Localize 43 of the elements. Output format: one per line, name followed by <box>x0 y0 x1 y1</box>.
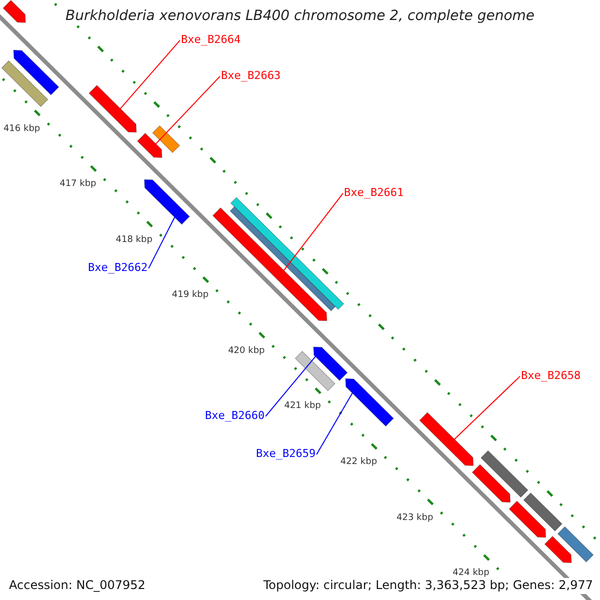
gene-feature <box>419 412 474 466</box>
gene-feature <box>508 500 546 538</box>
leader-line <box>454 376 520 440</box>
gene-feature <box>88 84 137 133</box>
tick-label: 424 kbp <box>452 568 490 578</box>
tick-label: 423 kbp <box>396 512 434 523</box>
gene-feature <box>345 378 394 427</box>
tick-label: 421 kbp <box>284 401 321 412</box>
gene-label: Bxe_B2661 <box>344 187 404 200</box>
tick-label: 419 kbp <box>172 290 209 300</box>
gene-block <box>230 196 344 310</box>
leader-line <box>316 392 353 455</box>
leader-line <box>148 216 176 269</box>
gene-block <box>152 125 180 154</box>
gene-feature <box>212 207 328 322</box>
gene-feature <box>544 536 572 564</box>
gene-feature <box>472 464 511 503</box>
leader-line <box>265 356 316 417</box>
tick-label: 420 kbp <box>228 346 265 356</box>
gene-feature <box>136 132 162 158</box>
leader-line <box>283 192 344 271</box>
gene-block <box>480 450 528 498</box>
gene-block <box>557 526 594 563</box>
tick-label: 416 kbp <box>3 123 40 134</box>
leader-line <box>120 40 180 110</box>
leader-line <box>155 76 220 144</box>
tick-label: 418 kbp <box>116 234 152 245</box>
gene-feature <box>144 179 190 225</box>
tick-label: 422 kbp <box>340 456 378 468</box>
gene-block <box>230 206 336 312</box>
gene-block <box>294 350 336 392</box>
gene-label: Bxe_B2663 <box>221 70 281 83</box>
gene-feature <box>313 346 348 382</box>
tick-label: 417 kbp <box>60 179 96 190</box>
gene-block <box>1 60 48 108</box>
gene-label: Bxe_B2659 <box>256 448 316 461</box>
gene-label: Bxe_B2660 <box>205 410 265 423</box>
gene-label: Bxe_B2658 <box>521 370 581 383</box>
gene-label: Bxe_B2662 <box>88 262 148 275</box>
gene-label: Bxe_B2664 <box>181 34 241 47</box>
gene-block <box>523 492 563 532</box>
gene-feature <box>13 50 60 96</box>
gene-feature <box>2 0 26 23</box>
